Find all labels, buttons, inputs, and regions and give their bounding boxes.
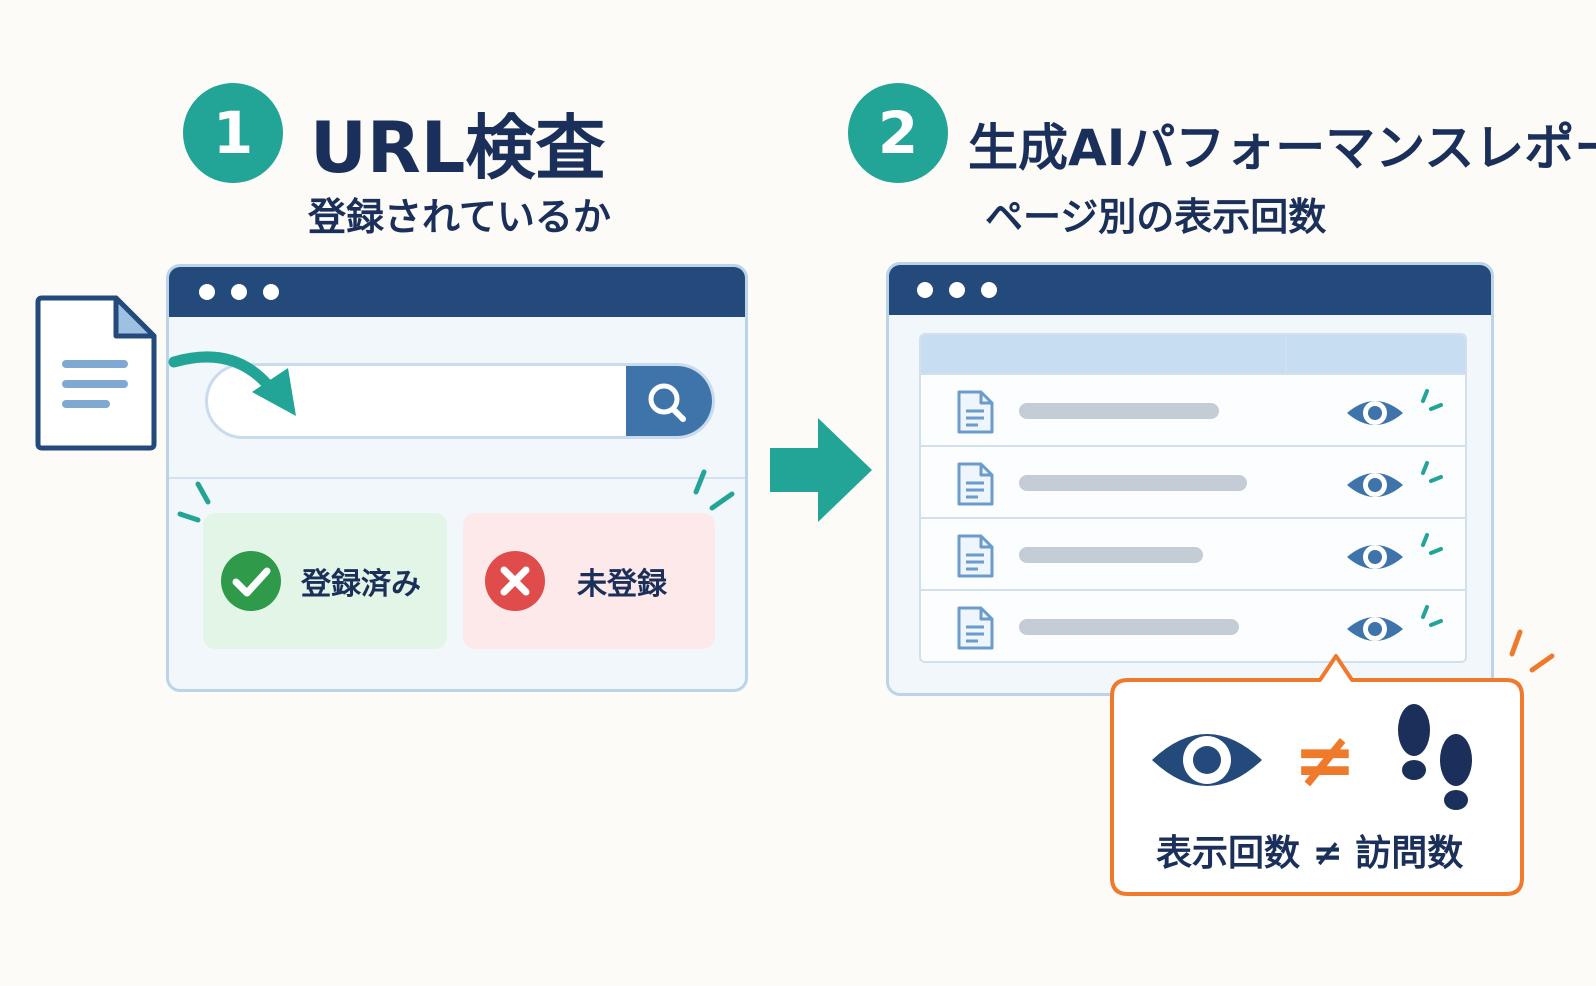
step-2-badge: 2	[848, 83, 948, 183]
step-2-number: 2	[877, 99, 919, 167]
cross-icon	[485, 551, 545, 611]
status-registered-card: 登録済み	[203, 513, 447, 649]
document-icon	[957, 534, 994, 578]
callout-note-text: 表示回数 ≠ 訪問数	[1156, 833, 1464, 874]
step-1-title: URL検査	[310, 107, 606, 189]
status-unregistered-card: 未登録	[463, 513, 715, 649]
curved-arrow-icon	[168, 351, 296, 416]
page-url-placeholder	[1019, 403, 1219, 419]
table-row[interactable]	[921, 517, 1465, 591]
right-arrow-icon	[770, 418, 872, 522]
window-dot	[231, 284, 247, 300]
eye-icon	[1347, 533, 1443, 569]
document-icon	[957, 390, 994, 434]
performance-report-window	[886, 262, 1494, 696]
window-titlebar	[169, 267, 745, 317]
page-url-placeholder	[1019, 547, 1203, 563]
check-icon	[221, 551, 281, 611]
document-icon	[957, 462, 994, 506]
url-inspection-window: 登録済み 未登録	[166, 264, 748, 692]
step-1-subtitle: 登録されているか	[308, 195, 611, 239]
sparkle-icon	[1509, 629, 1555, 673]
status-unregistered-label: 未登録	[577, 567, 667, 602]
page-table	[919, 333, 1467, 663]
eye-icon	[1347, 389, 1443, 425]
eye-icon	[1347, 461, 1443, 497]
step-2-title: 生成AIパフォーマンスレポート	[968, 119, 1596, 177]
window-dot	[949, 282, 965, 298]
page-url-placeholder	[1019, 475, 1247, 491]
eye-icon	[1152, 734, 1262, 786]
table-row[interactable]	[921, 445, 1465, 519]
step-1-number: 1	[212, 99, 254, 167]
document-icon	[35, 295, 157, 451]
eye-icon	[1347, 605, 1443, 641]
document-icon	[957, 606, 994, 650]
status-registered-label: 登録済み	[301, 567, 421, 602]
footprints-icon	[1398, 704, 1472, 810]
search-button[interactable]	[626, 366, 712, 436]
table-row[interactable]	[921, 589, 1465, 661]
divider	[169, 477, 745, 479]
step-1-badge: 1	[183, 83, 283, 183]
table-row[interactable]	[921, 373, 1465, 447]
sparkle-icon	[177, 481, 211, 523]
page-url-placeholder	[1019, 619, 1239, 635]
window-dot	[917, 282, 933, 298]
not-equal-symbol: ≠	[1293, 715, 1357, 804]
sparkle-icon	[693, 469, 735, 511]
window-dot	[199, 284, 215, 300]
window-dot	[263, 284, 279, 300]
window-dot	[981, 282, 997, 298]
step-2-subtitle: ページ別の表示回数	[985, 195, 1327, 239]
search-icon	[648, 383, 686, 422]
window-titlebar	[889, 265, 1491, 315]
table-header	[921, 335, 1465, 373]
